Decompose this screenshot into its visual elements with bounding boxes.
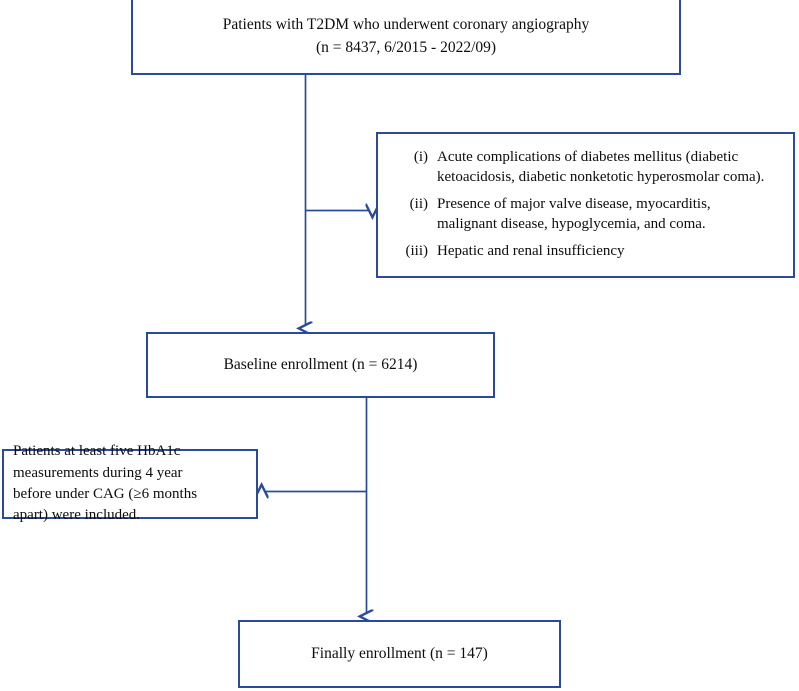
exclusion-criteria-item: (ii) Presence of major valve disease, my… <box>390 195 779 235</box>
criteria-marker: (ii) <box>409 196 428 213</box>
criteria-text-line2: ketoacidosis, diabetic nonketotic hypero… <box>437 169 765 186</box>
criteria-text: Acute complications of diabetes mellitus… <box>437 148 779 188</box>
node-final-enrollment-label: Finally enrollment (n = 147) <box>311 644 488 662</box>
node-baseline-enrollment-label: Baseline enrollment (n = 6214) <box>223 355 418 373</box>
node-inclusion-criteria-line2: measurements during 4 year <box>13 464 183 481</box>
criteria-text-line1: Presence of major valve disease, myocard… <box>437 196 711 213</box>
criteria-text: Presence of major valve disease, myocard… <box>437 195 779 235</box>
node-exclusion-criteria: (i) Acute complications of diabetes mell… <box>376 132 795 278</box>
criteria-text-line1: Acute complications of diabetes mellitus… <box>437 149 739 166</box>
exclusion-criteria-item: (i) Acute complications of diabetes mell… <box>390 148 779 188</box>
node-inclusion-criteria-line1: Patients at least five HbA1c <box>13 443 181 460</box>
node-final-enrollment: Finally enrollment (n = 147) <box>238 620 561 688</box>
exclusion-criteria-item: (iii) Hepatic and renal insufficiency <box>390 242 779 262</box>
criteria-marker: (i) <box>413 149 428 166</box>
exclusion-criteria-list: (i) Acute complications of diabetes mell… <box>390 148 779 262</box>
node-total-patients-line1: Patients with T2DM who underwent coronar… <box>222 16 590 34</box>
criteria-text-line2: malignant disease, hypoglycemia, and com… <box>437 215 706 232</box>
node-total-patients-line2: (n = 8437, 6/2015 - 2022/09) <box>315 38 497 56</box>
node-inclusion-criteria-line4: apart) were included. <box>13 507 141 524</box>
node-inclusion-criteria: Patients at least five HbA1c measurement… <box>2 443 258 523</box>
criteria-text: Hepatic and renal insufficiency <box>437 242 779 262</box>
criteria-text-line1: Hepatic and renal insufficiency <box>437 242 625 259</box>
node-baseline-enrollment: Baseline enrollment (n = 6214) <box>146 332 495 398</box>
node-inclusion-criteria-line3: before under CAG (≥6 months <box>13 486 198 502</box>
node-total-patients: Patients with T2DM who underwent coronar… <box>131 0 681 75</box>
criteria-marker: (iii) <box>405 242 429 259</box>
